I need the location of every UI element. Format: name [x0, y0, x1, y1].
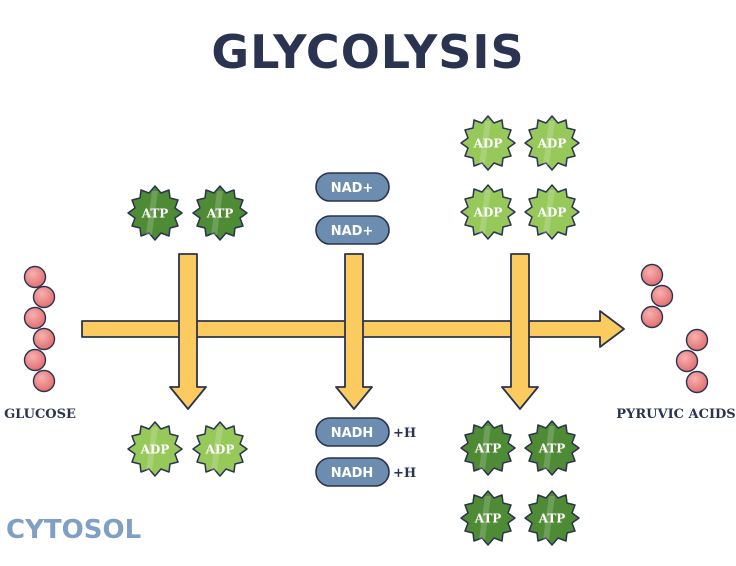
- atp-label: ATP: [206, 207, 234, 221]
- pyruvic-acids-label: PYRUVIC ACIDS: [616, 407, 735, 422]
- glucose-bead: [23, 265, 47, 289]
- down-arrow-atp: [169, 253, 207, 410]
- atp-label: ATP: [474, 442, 502, 456]
- glucose-bead: [23, 306, 47, 330]
- glucose-bead: [32, 369, 56, 393]
- nadh-label: NADH: [331, 426, 374, 441]
- page-title: GLYCOLYSIS: [211, 25, 524, 79]
- glucose-molecule: [23, 265, 56, 393]
- adp-icon: ADP: [460, 184, 516, 240]
- atp-label: ATP: [474, 512, 502, 526]
- nadh-pill: NADH: [315, 417, 390, 447]
- adp-icon: ADP: [192, 421, 248, 477]
- adp-label: ADP: [537, 137, 567, 151]
- pyruvic-bead: [685, 370, 709, 394]
- adp-icon: ADP: [460, 115, 516, 171]
- adp-label: ADP: [473, 137, 503, 151]
- nadh-pill: NADH: [315, 457, 390, 487]
- atp-label: ATP: [141, 207, 169, 221]
- glucose-bead: [23, 348, 47, 372]
- atp-label: ATP: [538, 442, 566, 456]
- plus-h-label: +H: [393, 466, 416, 481]
- nad-label: NAD+: [331, 181, 374, 196]
- adp-label: ADP: [205, 443, 235, 457]
- atp-icon: ATP: [127, 185, 183, 241]
- pyruvic-bead: [675, 349, 699, 373]
- pyruvic-bead: [685, 328, 709, 352]
- cytosol-label: CYTOSOL: [6, 515, 141, 545]
- plus-h-label: +H: [393, 426, 416, 441]
- nadh-label: NADH: [331, 466, 374, 481]
- nad-pill: NAD+: [315, 215, 390, 245]
- glucose-label: GLUCOSE: [4, 407, 76, 422]
- atp-icon: ATP: [460, 490, 516, 546]
- atp-icon: ATP: [460, 420, 516, 476]
- atp-icon: ATP: [192, 185, 248, 241]
- atp-icon: ATP: [524, 490, 580, 546]
- pyruvic-acid-molecules: [640, 263, 709, 394]
- pyruvic-bead: [640, 263, 664, 287]
- adp-label: ADP: [140, 443, 170, 457]
- pyruvic-bead: [650, 284, 674, 308]
- glucose-bead: [32, 285, 56, 309]
- nad-pill: NAD+: [315, 172, 390, 202]
- adp-icon: ADP: [127, 421, 183, 477]
- adp-label: ADP: [473, 206, 503, 220]
- atp-label: ATP: [538, 512, 566, 526]
- atp-icon: ATP: [524, 420, 580, 476]
- nad-label: NAD+: [331, 224, 374, 239]
- adp-label: ADP: [537, 206, 567, 220]
- adp-icon: ADP: [524, 115, 580, 171]
- adp-icon: ADP: [524, 184, 580, 240]
- down-arrow-adp: [501, 253, 539, 410]
- down-arrow-nad: [335, 253, 373, 410]
- glucose-bead: [32, 327, 56, 351]
- pyruvic-bead: [640, 305, 664, 329]
